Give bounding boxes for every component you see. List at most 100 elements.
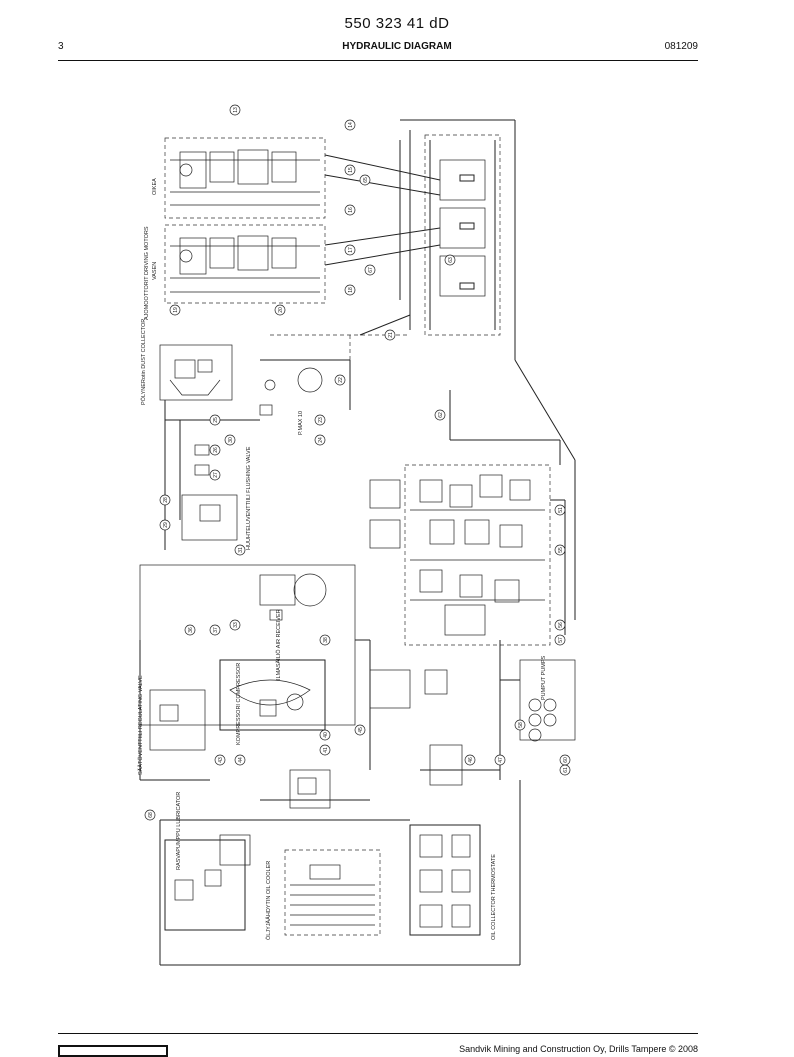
ref-bubble-label: 57 xyxy=(558,637,564,643)
ref-bubble-label: 14 xyxy=(348,122,354,128)
right-label: OIKEA xyxy=(152,178,158,195)
ref-bubble-label: 15 xyxy=(348,167,354,173)
flushing-section: PÖLYNERotin DUST COLLECTOR HUUHTELUVENTT… xyxy=(140,319,351,550)
ref-bubble-label: 58 xyxy=(518,722,524,728)
ref-bubble xyxy=(344,244,356,256)
hydraulic-diagram: AJOMOOTTORIT DRIVING MOTORS VASEN OIKEA … xyxy=(137,104,576,966)
ref-bubble-label: 43 xyxy=(218,757,224,763)
copyright: Sandvik Mining and Construction Oy, Dril… xyxy=(459,1044,698,1054)
ref-bubble-label: 65 xyxy=(363,177,369,183)
ref-bubble-label: 26 xyxy=(213,447,219,453)
pressure-label: P.MAX 10 xyxy=(298,411,304,435)
ref-bubble xyxy=(359,174,371,186)
ref-bubble xyxy=(554,544,566,556)
ref-bubble-label: 16 xyxy=(348,207,354,213)
compressor-section: ILMASÄILIÖ AIR RECEIVER KOMPRESSORI COMP… xyxy=(137,564,371,809)
ref-bubble-label: 44 xyxy=(238,757,244,763)
ref-bubble xyxy=(314,414,326,426)
ref-bubble-label: 51 xyxy=(558,507,564,513)
ref-bubble-label: 24 xyxy=(318,437,324,443)
ref-bubble xyxy=(274,304,286,316)
ref-bubble-label: 45 xyxy=(358,727,364,733)
footer-rule xyxy=(58,1033,698,1034)
drive-motors-section: AJOMOOTTORIT DRIVING MOTORS VASEN OIKEA xyxy=(144,119,516,370)
ref-bubble xyxy=(169,304,181,316)
ref-bubble xyxy=(464,754,476,766)
page-date: 081209 xyxy=(664,41,698,52)
ref-bubble xyxy=(354,724,366,736)
ref-bubble xyxy=(319,729,331,741)
ref-bubble-label: 18 xyxy=(348,287,354,293)
ref-bubble-label: 28 xyxy=(163,497,169,503)
ref-bubble-label: 31 xyxy=(238,547,244,553)
ref-bubble xyxy=(344,164,356,176)
ref-bubble xyxy=(344,204,356,216)
ref-bubble xyxy=(234,544,246,556)
ref-bubble xyxy=(384,329,396,341)
ref-bubble xyxy=(494,754,506,766)
ref-bubble xyxy=(209,469,221,481)
ref-bubble-label: 21 xyxy=(388,332,394,338)
ref-bubble xyxy=(444,254,456,266)
ref-bubble xyxy=(159,519,171,531)
ref-bubble xyxy=(209,624,221,636)
ref-bubble-label: 29 xyxy=(163,522,169,528)
ref-bubble-label: 56 xyxy=(558,622,564,628)
drive-motors-label: AJOMOOTTORIT DRIVING MOTORS xyxy=(144,226,150,320)
ref-bubble xyxy=(144,809,156,821)
ref-bubble-label: 37 xyxy=(213,627,219,633)
ref-bubble-label: 36 xyxy=(188,627,194,633)
ref-bubble xyxy=(184,624,196,636)
ref-bubble-label: 60 xyxy=(563,757,569,763)
ref-bubble-label: 63 xyxy=(448,257,454,263)
air-receiver-label: ILMASÄILIÖ AIR RECEIVER xyxy=(275,609,282,680)
ref-bubble-label: 30 xyxy=(228,437,234,443)
ref-bubble xyxy=(344,284,356,296)
ref-bubble xyxy=(344,119,356,131)
ref-bubble xyxy=(514,719,526,731)
ref-bubble-label: 67 xyxy=(368,267,374,273)
flushing-valve-label: HUUHTELUVENTTIILI FLUSHING VALVE xyxy=(246,446,252,550)
ref-bubble xyxy=(159,494,171,506)
ref-bubble xyxy=(554,634,566,646)
header-rule xyxy=(58,60,698,61)
ref-bubble xyxy=(364,264,376,276)
ref-bubble xyxy=(224,434,236,446)
ref-bubble-label: 25 xyxy=(213,417,219,423)
ref-bubble-label: 40 xyxy=(323,732,329,738)
ref-bubble xyxy=(319,744,331,756)
ref-bubble-label: 38 xyxy=(323,637,329,643)
lubricator-label: RASVAPUMPPU LUBRICATOR xyxy=(176,792,182,870)
ref-bubble-label: 27 xyxy=(213,472,219,478)
ref-bubble xyxy=(229,104,241,116)
ref-bubble xyxy=(314,434,326,446)
ref-bubble-label: 19 xyxy=(173,307,179,313)
sandvik-logo xyxy=(58,1045,168,1057)
ref-bubble-label: 22 xyxy=(338,377,344,383)
ref-bubble xyxy=(319,634,331,646)
ref-bubble xyxy=(214,754,226,766)
control-manifold-section xyxy=(369,359,576,709)
ref-bubble-label: 41 xyxy=(323,747,329,753)
page-number: 3 xyxy=(58,41,64,52)
ref-bubble xyxy=(554,504,566,516)
ref-bubble-label: 47 xyxy=(498,757,504,763)
ref-bubble xyxy=(209,414,221,426)
oil-cooler-label: ÖLJYJÄÄHDYTIN OIL COOLER xyxy=(265,861,272,940)
ref-bubble xyxy=(554,619,566,631)
ref-bubble xyxy=(229,619,241,631)
ref-bubble-label: 33 xyxy=(233,622,239,628)
ref-bubble-label: 20 xyxy=(278,307,284,313)
page-title: HYDRAULIC DIAGRAM xyxy=(342,41,452,52)
left-label: VASEN xyxy=(152,262,158,280)
compressor-label: KOMPRESSORI COMPRESSOR xyxy=(236,663,242,745)
ref-bubble-label: 68 xyxy=(148,812,154,818)
ref-bubble-label: 62 xyxy=(438,412,444,418)
ref-bubble-label: 17 xyxy=(348,247,354,253)
ref-bubble-label: 46 xyxy=(468,757,474,763)
oil-collector-label: OIL COLLECTOR THERMOSTATE xyxy=(491,854,497,940)
ref-bubble xyxy=(334,374,346,386)
ref-bubble-label: 13 xyxy=(233,107,239,113)
ref-bubble xyxy=(209,444,221,456)
